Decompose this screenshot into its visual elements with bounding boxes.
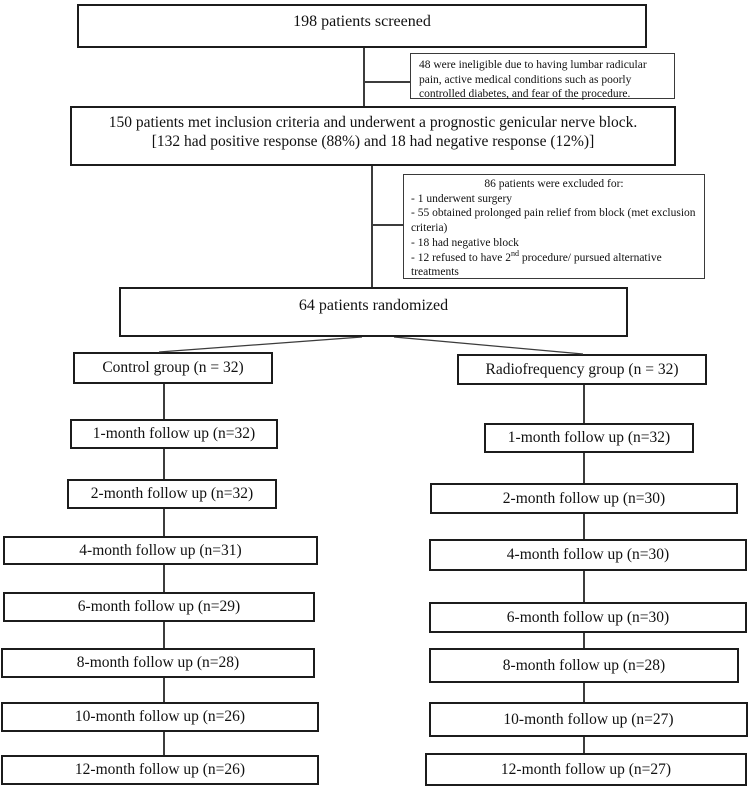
followup-label: 4-month follow up (n=31) — [79, 541, 242, 559]
connector-right — [583, 633, 585, 648]
control-group-label: Control group (n = 32) — [102, 359, 244, 377]
followup-label: 12-month follow up (n=27) — [500, 760, 672, 778]
rf-followup-1mo-box: 1-month follow up (n=32) — [484, 423, 694, 453]
connector-right — [583, 385, 585, 423]
randomization-branch-lines — [158, 337, 584, 355]
followup-label: 6-month follow up (n=29) — [77, 598, 241, 616]
screened-label: 198 patients screened — [293, 13, 431, 30]
refused-ordinal: nd — [510, 248, 519, 258]
followup-label: 10-month follow up (n=27) — [503, 710, 674, 728]
inclusion-line1: 150 patients met inclusion criteria and … — [108, 114, 638, 131]
followup-label: 1-month follow up (n=32) — [92, 425, 256, 443]
connector-left — [163, 622, 165, 648]
radiofrequency-group-label: Radiofrequency group (n = 32) — [485, 360, 679, 378]
followup-label: 2-month follow up (n=32) — [90, 485, 254, 503]
followup-label: 2-month follow up (n=30) — [502, 489, 666, 507]
excluded-item-refused: - 12 refused to have 2nd procedure/ purs… — [411, 248, 697, 280]
control-followup-10mo-box: 10-month follow up (n=26) — [1, 702, 319, 732]
ineligible-note: 48 were ineligible due to having lumbar … — [419, 59, 647, 101]
connector-right — [583, 571, 585, 602]
connector-to-ineligible — [363, 81, 410, 83]
followup-label: 6-month follow up (n=30) — [506, 608, 670, 626]
radiofrequency-group-box: Radiofrequency group (n = 32) — [457, 354, 707, 385]
control-followup-4mo-box: 4-month follow up (n=31) — [3, 536, 318, 565]
ineligible-note-box: 48 were ineligible due to having lumbar … — [410, 53, 675, 101]
excluded-note-box: 86 patients were excluded for: - 1 under… — [403, 174, 705, 279]
excluded-item: - 55 obtained prolonged pain relief from… — [411, 207, 696, 235]
connector-left — [163, 384, 165, 419]
connector-screened-to-inclusion — [363, 48, 365, 106]
followup-label: 1-month follow up (n=32) — [507, 429, 671, 447]
connector-left — [163, 678, 165, 702]
randomized-box: 64 patients randomized — [119, 287, 628, 337]
connector-right — [583, 683, 585, 702]
followup-label: 12-month follow up (n=26) — [74, 761, 246, 779]
connector-right — [583, 737, 585, 753]
connector-inclusion-to-randomized — [371, 166, 373, 287]
randomized-label: 64 patients randomized — [298, 297, 449, 314]
control-followup-1mo-box: 1-month follow up (n=32) — [70, 419, 278, 449]
connector-right — [583, 514, 585, 539]
rf-followup-6mo-box: 6-month follow up (n=30) — [429, 602, 747, 633]
connector-left — [163, 449, 165, 479]
branch-line-control — [158, 337, 363, 353]
screened-box: 198 patients screened — [77, 4, 647, 48]
refused-pre: - 12 refused to have 2 — [411, 251, 511, 264]
refused-post: procedure/ pursued alternative treatment… — [411, 251, 662, 279]
branch-line-radiofrequency — [393, 337, 584, 355]
control-followup-12mo-box: 12-month follow up (n=26) — [1, 755, 319, 785]
inclusion-line2: [132 had positive response (88%) and 18 … — [151, 133, 595, 151]
connector-left — [163, 565, 165, 592]
followup-label: 8-month follow up (n=28) — [502, 656, 666, 674]
inclusion-box: 150 patients met inclusion criteria and … — [70, 106, 676, 166]
connector-right — [583, 453, 585, 483]
control-followup-6mo-box: 6-month follow up (n=29) — [3, 592, 315, 622]
rf-followup-8mo-box: 8-month follow up (n=28) — [429, 648, 739, 683]
control-followup-2mo-box: 2-month follow up (n=32) — [67, 479, 277, 509]
followup-label: 10-month follow up (n=26) — [74, 708, 246, 726]
control-followup-8mo-box: 8-month follow up (n=28) — [1, 648, 315, 678]
connector-left — [163, 732, 165, 755]
excluded-title: 86 patients were excluded for: — [484, 178, 624, 190]
followup-label: 8-month follow up (n=28) — [76, 654, 240, 672]
rf-followup-4mo-box: 4-month follow up (n=30) — [429, 539, 747, 571]
connector-to-excluded — [371, 224, 403, 226]
rf-followup-12mo-box: 12-month follow up (n=27) — [425, 753, 747, 786]
control-group-box: Control group (n = 32) — [73, 352, 273, 384]
followup-label: 4-month follow up (n=30) — [506, 546, 670, 564]
rf-followup-10mo-box: 10-month follow up (n=27) — [429, 702, 748, 737]
rf-followup-2mo-box: 2-month follow up (n=30) — [430, 483, 738, 514]
connector-left — [163, 509, 165, 536]
excluded-item: - 18 had negative block — [411, 236, 519, 249]
excluded-item: - 1 underwent surgery — [411, 192, 513, 205]
